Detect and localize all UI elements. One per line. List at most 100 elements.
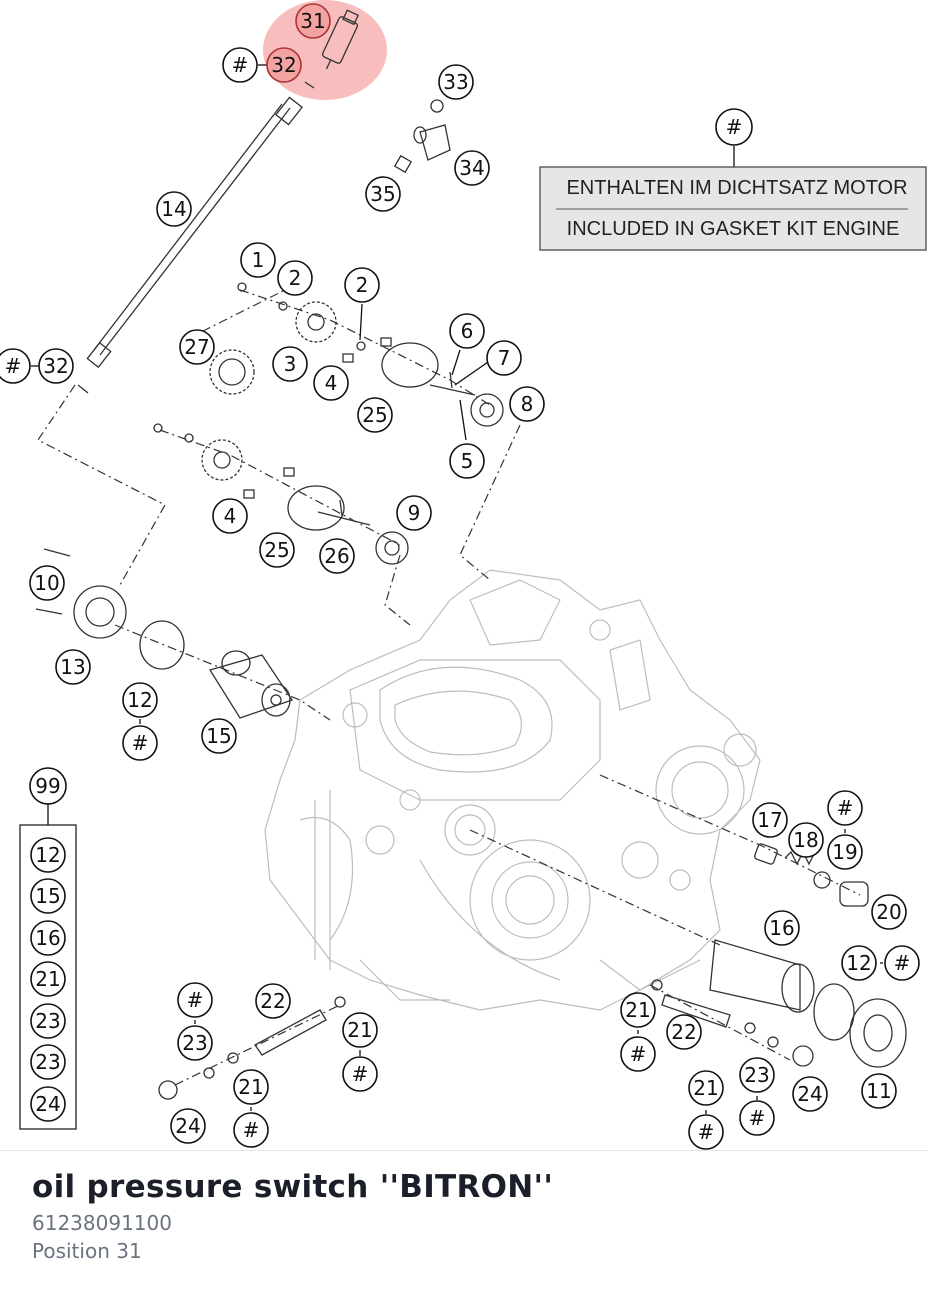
callout-17[interactable]: 17 [752,802,788,838]
callout-12[interactable]: 12 [122,682,158,718]
callout-23[interactable]: 23 [739,1057,775,1093]
svg-text:10: 10 [34,571,59,595]
callout-1[interactable]: 1 [240,242,276,278]
callout-23[interactable]: 23 [177,1025,213,1061]
callout-21-hash[interactable]: # [688,1114,724,1150]
callout-19-hash[interactable]: # [827,790,863,826]
callout-24[interactable]: 24 [792,1076,828,1112]
svg-text:19: 19 [832,840,857,864]
kit-item[interactable]: 24 [30,1086,66,1122]
callout-2[interactable]: 2 [344,267,380,303]
callout-34[interactable]: 34 [454,150,490,186]
callout-35[interactable]: 35 [365,176,401,212]
svg-text:#: # [5,354,22,378]
kit-item[interactable]: 23 [30,1003,66,1039]
svg-text:2: 2 [289,266,302,290]
callout-33[interactable]: 33 [438,64,474,100]
svg-text:#: # [232,53,249,77]
callout-21-hash[interactable]: # [233,1112,269,1148]
callout-21-hash[interactable]: # [342,1056,378,1092]
kit-item[interactable]: 21 [30,961,66,997]
callout-11[interactable]: 11 [861,1073,897,1109]
svg-text:18: 18 [793,828,818,852]
callout-32-top-hash[interactable]: # [222,47,258,83]
callout-12-hash[interactable]: # [122,725,158,761]
callout-4[interactable]: 4 [212,498,248,534]
svg-text:35: 35 [370,182,395,206]
callout-gasket-hash[interactable]: # [715,108,753,146]
gasket-note-english: INCLUDED IN GASKET KIT ENGINE [567,218,900,240]
exploded-parts-diagram: ENTHALTEN IM DICHTSATZ MOTOR INCLUDED IN… [0,0,927,1150]
callout-23-hash[interactable]: # [177,982,213,1018]
callout-18[interactable]: 18 [788,822,824,858]
oil-filter-part [208,650,294,719]
callout-24[interactable]: 24 [170,1108,206,1144]
callout-12[interactable]: 12 [841,945,877,981]
svg-text:23: 23 [182,1031,207,1055]
svg-text:21: 21 [347,1018,372,1042]
callout-25[interactable]: 25 [357,397,393,433]
svg-text:#: # [749,1106,766,1130]
callout-9[interactable]: 9 [396,495,432,531]
callout-16[interactable]: 16 [764,910,800,946]
kit-item[interactable]: 23 [30,1044,66,1080]
callout-3[interactable]: 3 [272,346,308,382]
svg-text:21: 21 [35,967,60,991]
svg-text:4: 4 [224,504,237,528]
part-number: 61238091100 [32,1211,172,1235]
svg-text:9: 9 [408,501,421,525]
callout-14[interactable]: 14 [156,191,192,227]
callout-20[interactable]: 20 [871,894,907,930]
callout-23-hash[interactable]: # [739,1100,775,1136]
gasket-note-german: ENTHALTEN IM DICHTSATZ MOTOR [566,177,907,199]
svg-text:#: # [187,988,204,1012]
callout-8[interactable]: 8 [509,386,545,422]
svg-text:#: # [352,1062,369,1086]
svg-text:34: 34 [459,156,484,180]
callout-kit-99[interactable]: 99 [29,767,67,805]
leader-lines [31,64,883,1114]
callout-21[interactable]: 21 [233,1069,269,1105]
callout-13[interactable]: 13 [55,649,91,685]
callout-2[interactable]: 2 [277,260,313,296]
svg-text:21: 21 [693,1076,718,1100]
callout-4[interactable]: 4 [313,365,349,401]
callout-21[interactable]: 21 [342,1012,378,1048]
svg-text:24: 24 [175,1114,200,1138]
callout-22[interactable]: 22 [666,1014,702,1050]
part-info-panel: oil pressure switch ''BITRON'' 612380911… [0,1150,928,1291]
svg-text:32: 32 [271,53,296,77]
gasket-kit-note: ENTHALTEN IM DICHTSATZ MOTOR INCLUDED IN… [539,166,927,251]
svg-text:33: 33 [443,70,468,94]
callout-22[interactable]: 22 [255,983,291,1019]
callout-21-hash[interactable]: # [620,1036,656,1072]
callout-10[interactable]: 10 [29,565,65,601]
callout-32-left[interactable]: 32 [38,348,74,384]
callout-32-top[interactable]: 32 [266,47,302,83]
callout-25[interactable]: 25 [259,532,295,568]
svg-text:17: 17 [757,808,782,832]
svg-text:32: 32 [43,354,68,378]
callout-21[interactable]: 21 [688,1070,724,1106]
callout-19[interactable]: 19 [827,834,863,870]
svg-text:21: 21 [625,998,650,1022]
callout-21[interactable]: 21 [620,992,656,1028]
callout-12-hash[interactable]: # [884,945,920,981]
callout-6[interactable]: 6 [449,313,485,349]
kit-item[interactable]: 15 [30,878,66,914]
callout-15[interactable]: 15 [201,718,237,754]
callout-31-selected[interactable]: 31 [295,3,331,39]
svg-text:5: 5 [461,449,474,473]
callout-32-left-hash[interactable]: # [0,348,31,384]
callout-27[interactable]: 27 [179,329,215,365]
callout-26[interactable]: 26 [319,538,355,574]
callout-5[interactable]: 5 [449,443,485,479]
svg-text:12: 12 [127,688,152,712]
svg-text:25: 25 [264,538,289,562]
kit-item[interactable]: 12 [30,837,66,873]
svg-text:#: # [726,115,743,139]
svg-text:26: 26 [324,544,349,568]
kit-item[interactable]: 16 [30,920,66,956]
svg-text:#: # [243,1118,260,1142]
callout-7[interactable]: 7 [486,340,522,376]
